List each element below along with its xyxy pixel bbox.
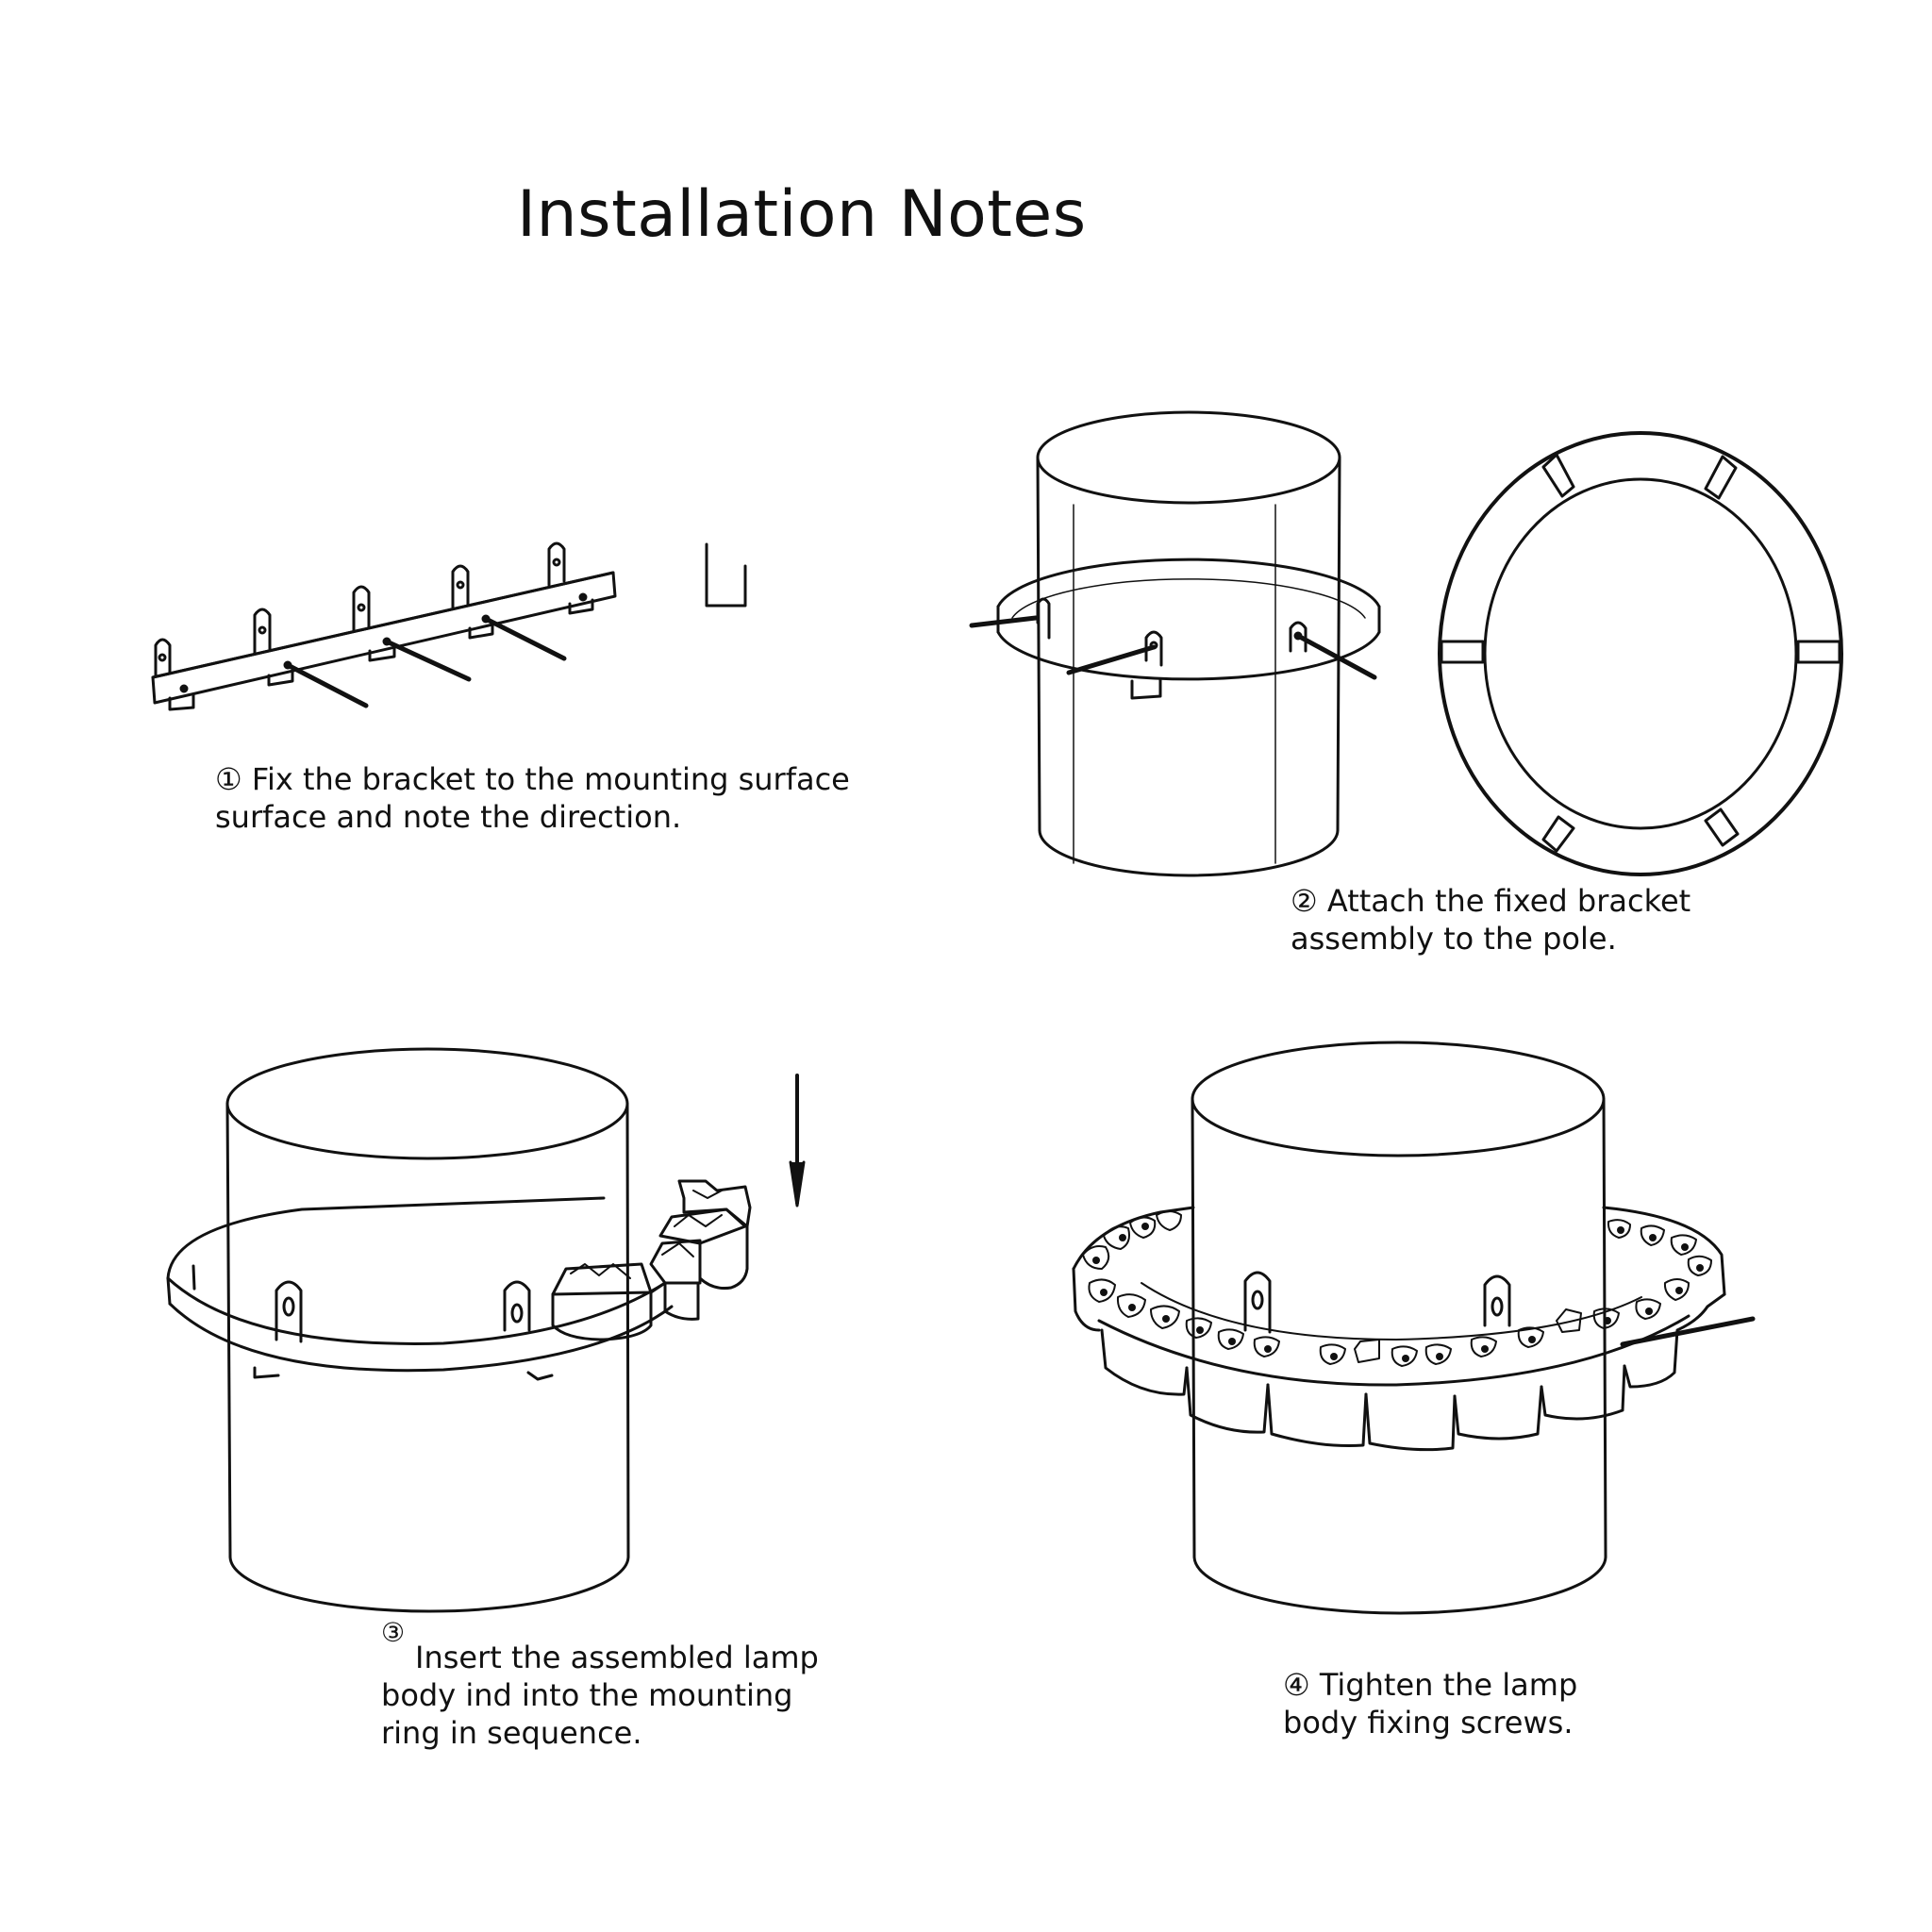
step2-caption-line2: assembly to the pole. [1291, 921, 1617, 957]
lamp-module [677, 1179, 752, 1228]
ring-clip [1704, 455, 1738, 500]
step1-caption-line1: ① Fix the bracket to the mounting surfac… [215, 761, 850, 797]
step3-caption-line1: Insert the assembled lamp [415, 1640, 819, 1675]
lamp-module [649, 1239, 702, 1321]
step3-caption-line2: body ind into the mounting [381, 1677, 793, 1713]
ring-clip [1704, 808, 1740, 847]
step2-ring-top-view [1438, 431, 1843, 876]
step4-caption-line2: body fixing screws. [1283, 1705, 1574, 1740]
rail-tab [547, 541, 566, 587]
step1-bracket-rail [151, 541, 747, 711]
ring-clip [1796, 640, 1841, 664]
step1-caption-line2: surface and note the direction. [215, 799, 682, 835]
rail-tab [253, 608, 272, 655]
step4-pole-with-lamp-ring [1072, 1041, 1756, 1615]
rail-tab [451, 564, 470, 609]
ring-clip [1440, 640, 1485, 664]
rail-tab [154, 638, 172, 677]
lamp-module [658, 1208, 749, 1290]
step3-caption: ③ Insert the assembled lamp body ind int… [381, 1617, 819, 1752]
page-title: Installation Notes [517, 177, 1087, 252]
step3-pole-with-lamp-body [166, 1047, 806, 1613]
step2-pole-with-ring [969, 410, 1381, 877]
step4-caption: ④ Tighten the lamp body fixing screws. [1283, 1666, 1577, 1741]
ring-clip [1541, 815, 1575, 853]
step3-caption-line3: ring in sequence. [381, 1715, 642, 1751]
step4-caption-line1: ④ Tighten the lamp [1283, 1667, 1578, 1703]
step2-caption-line1: ② Attach the fixed bracket [1291, 883, 1691, 919]
step2-caption: ② Attach the fixed bracket assembly to t… [1291, 882, 1690, 958]
ring-clip [1541, 453, 1575, 498]
lamp-module [551, 1262, 653, 1341]
rail-tab [352, 585, 371, 632]
step1-caption: ① Fix the bracket to the mounting surfac… [215, 760, 850, 836]
step3-number: ③ [381, 1617, 406, 1648]
